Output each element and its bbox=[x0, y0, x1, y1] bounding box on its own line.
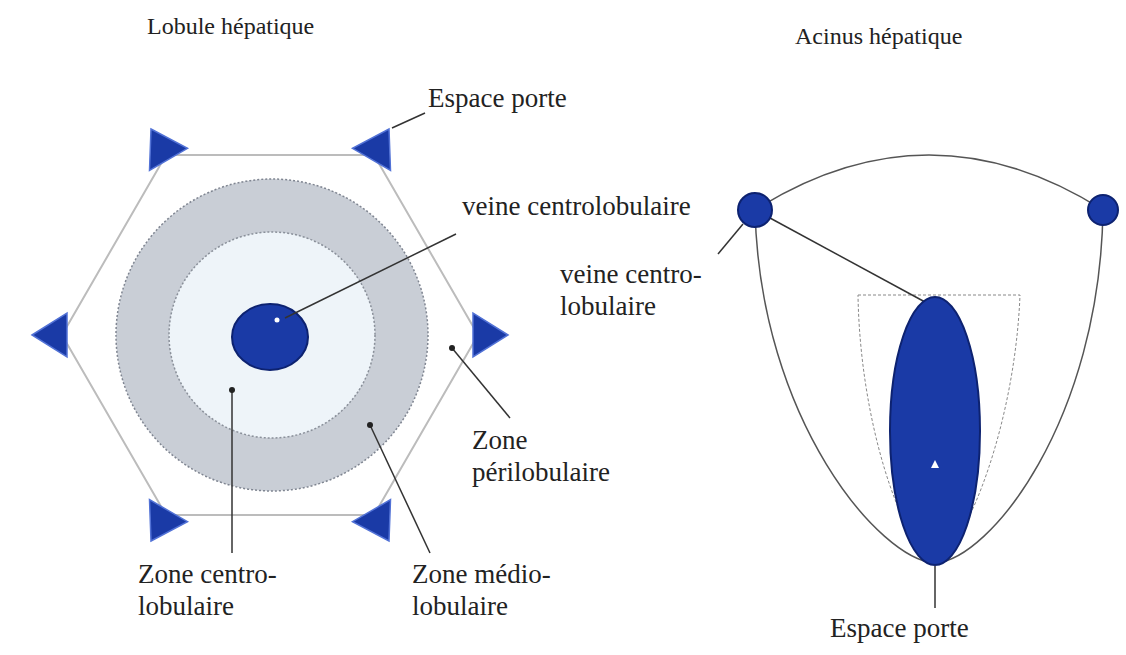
portal-triangle bbox=[150, 129, 188, 170]
leader-line bbox=[370, 425, 430, 553]
acinus-arc bbox=[755, 155, 1103, 210]
central-vein bbox=[232, 304, 308, 370]
figure-title: Lobule hépatique bbox=[147, 12, 314, 41]
zone-label: Zone médio- lobulaire bbox=[412, 558, 597, 623]
part-label: Espace porte bbox=[830, 612, 969, 644]
figure-title: Acinus hépatique bbox=[795, 22, 962, 51]
portal-triangles bbox=[32, 129, 508, 541]
portal-triangle bbox=[150, 500, 188, 541]
centrolobular-zone bbox=[169, 232, 375, 438]
leader-line bbox=[392, 113, 425, 128]
portal-triangle bbox=[473, 313, 508, 357]
vein-link-line bbox=[770, 218, 925, 302]
leader-line bbox=[285, 234, 456, 318]
leader-line bbox=[718, 224, 743, 254]
vein-dot bbox=[275, 318, 280, 323]
acinus-inner-zone bbox=[858, 295, 1020, 565]
leader-line bbox=[231, 390, 233, 553]
portal-mark bbox=[931, 460, 939, 468]
portal-axis bbox=[890, 297, 980, 565]
leader-line bbox=[934, 566, 936, 608]
central-vein bbox=[738, 193, 772, 227]
lobule-hexagon bbox=[62, 155, 478, 515]
perilobular-band bbox=[116, 179, 428, 491]
portal-triangle bbox=[353, 129, 391, 170]
leader-dot bbox=[229, 387, 235, 393]
leader-dot bbox=[449, 345, 455, 351]
part-label: Espace porte bbox=[428, 82, 567, 114]
leader-dots bbox=[229, 345, 455, 428]
zone-label: Zone centro- lobulaire bbox=[138, 558, 323, 623]
portal-triangle bbox=[32, 313, 67, 357]
leader-lines bbox=[718, 224, 935, 608]
portal-triangle bbox=[353, 500, 391, 541]
part-label: veine centro- lobulaire bbox=[560, 258, 760, 323]
central-vein bbox=[1088, 195, 1118, 225]
leader-line bbox=[452, 348, 510, 418]
leader-dot bbox=[367, 422, 373, 428]
leader-lines bbox=[232, 113, 510, 553]
part-label: veine centrolobulaire bbox=[462, 190, 697, 222]
zone-label: Zone périlobulaire bbox=[472, 424, 657, 489]
